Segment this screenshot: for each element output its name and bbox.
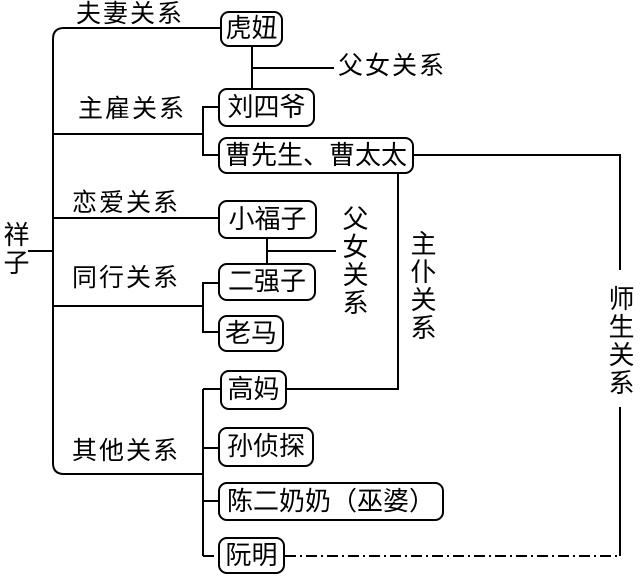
root-label: 祥子 — [0, 221, 29, 277]
node-xiao-fuzi: 小福子 — [218, 200, 317, 239]
node-mr-mrs-cao: 曹先生、曹太太 — [218, 137, 414, 174]
node-huniu: 虎妞 — [220, 11, 283, 47]
connector-father-daughter-mid — [266, 239, 336, 263]
node-chen-er-nainai: 陈二奶奶（巫婆） — [218, 482, 444, 521]
label-teacher-student: 师生关系 — [605, 285, 634, 397]
connector-master-servant — [287, 174, 399, 390]
label-other-relation: 其他关系 — [72, 438, 181, 465]
node-ruan-ming: 阮明 — [218, 537, 285, 574]
connector-other-rail — [202, 388, 220, 556]
label-master-servant: 主仆关系 — [407, 230, 436, 342]
node-liu-siye: 刘四爷 — [218, 88, 315, 127]
connector-employer-branch — [53, 106, 218, 156]
label-father-daughter-mid: 父女关系 — [339, 205, 368, 317]
label-peer-relation: 同行关系 — [72, 265, 181, 292]
label-employer-relation: 主雇关系 — [78, 96, 187, 123]
connector-peer-branch — [53, 282, 218, 333]
connector-trunk — [52, 27, 220, 475]
label-love-relation: 恋爱关系 — [72, 190, 181, 217]
connector-teacher-student-solid — [414, 154, 621, 556]
label-spouse-relation: 夫妻关系 — [76, 1, 185, 28]
node-lao-ma: 老马 — [218, 315, 284, 352]
connector-father-daughter-top — [251, 47, 334, 88]
node-detective-sun: 孙侦探 — [218, 427, 314, 467]
node-gao-ma: 高妈 — [220, 370, 287, 410]
node-er-qiangzi: 二强子 — [218, 263, 316, 301]
label-father-daughter-top: 父女关系 — [338, 53, 447, 80]
